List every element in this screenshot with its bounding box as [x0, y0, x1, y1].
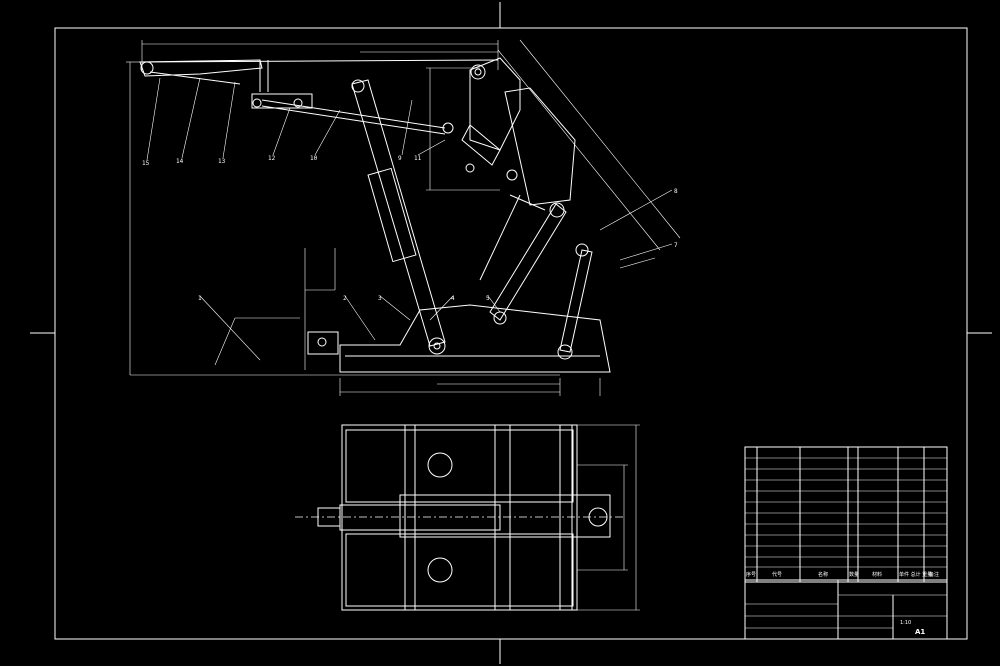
leader-lines [146, 77, 673, 361]
front-view [126, 39, 681, 396]
callout-1: 1 [198, 295, 202, 302]
header-name: 名称 [818, 571, 828, 578]
plan-view [295, 424, 640, 611]
callout-13: 13 [218, 158, 226, 165]
callout-labels: 15 14 13 12 10 9 11 1 2 3 4 5 8 7 [142, 155, 678, 302]
header-index: 序号 [746, 571, 756, 578]
callout-3: 3 [378, 295, 382, 302]
callout-8: 8 [674, 188, 678, 195]
callout-5: 5 [486, 295, 490, 302]
drawing-frame [30, 2, 992, 664]
header-remarks: 备注 [929, 571, 939, 578]
callout-4: 4 [451, 295, 455, 302]
header-material: 材料 [872, 571, 882, 578]
callout-10: 10 [310, 155, 318, 162]
header-quantity: 数量 [849, 571, 859, 578]
callout-7: 7 [674, 242, 678, 249]
callout-12: 12 [268, 155, 276, 162]
title-block-text: 序号 代号 名称 数量 材料 单件 总计 重量 备注 1:10 A1 [746, 571, 939, 636]
scale-value: 1:10 [900, 620, 911, 626]
sheet-size: A1 [915, 628, 925, 636]
callout-9: 9 [398, 155, 402, 162]
header-code: 代号 [772, 571, 782, 578]
header-weight: 单件 总计 重量 [899, 571, 932, 578]
callout-15: 15 [142, 160, 150, 167]
title-block [744, 446, 948, 640]
callout-11: 11 [414, 155, 422, 162]
callout-14: 14 [176, 158, 184, 165]
callout-2: 2 [343, 295, 347, 302]
